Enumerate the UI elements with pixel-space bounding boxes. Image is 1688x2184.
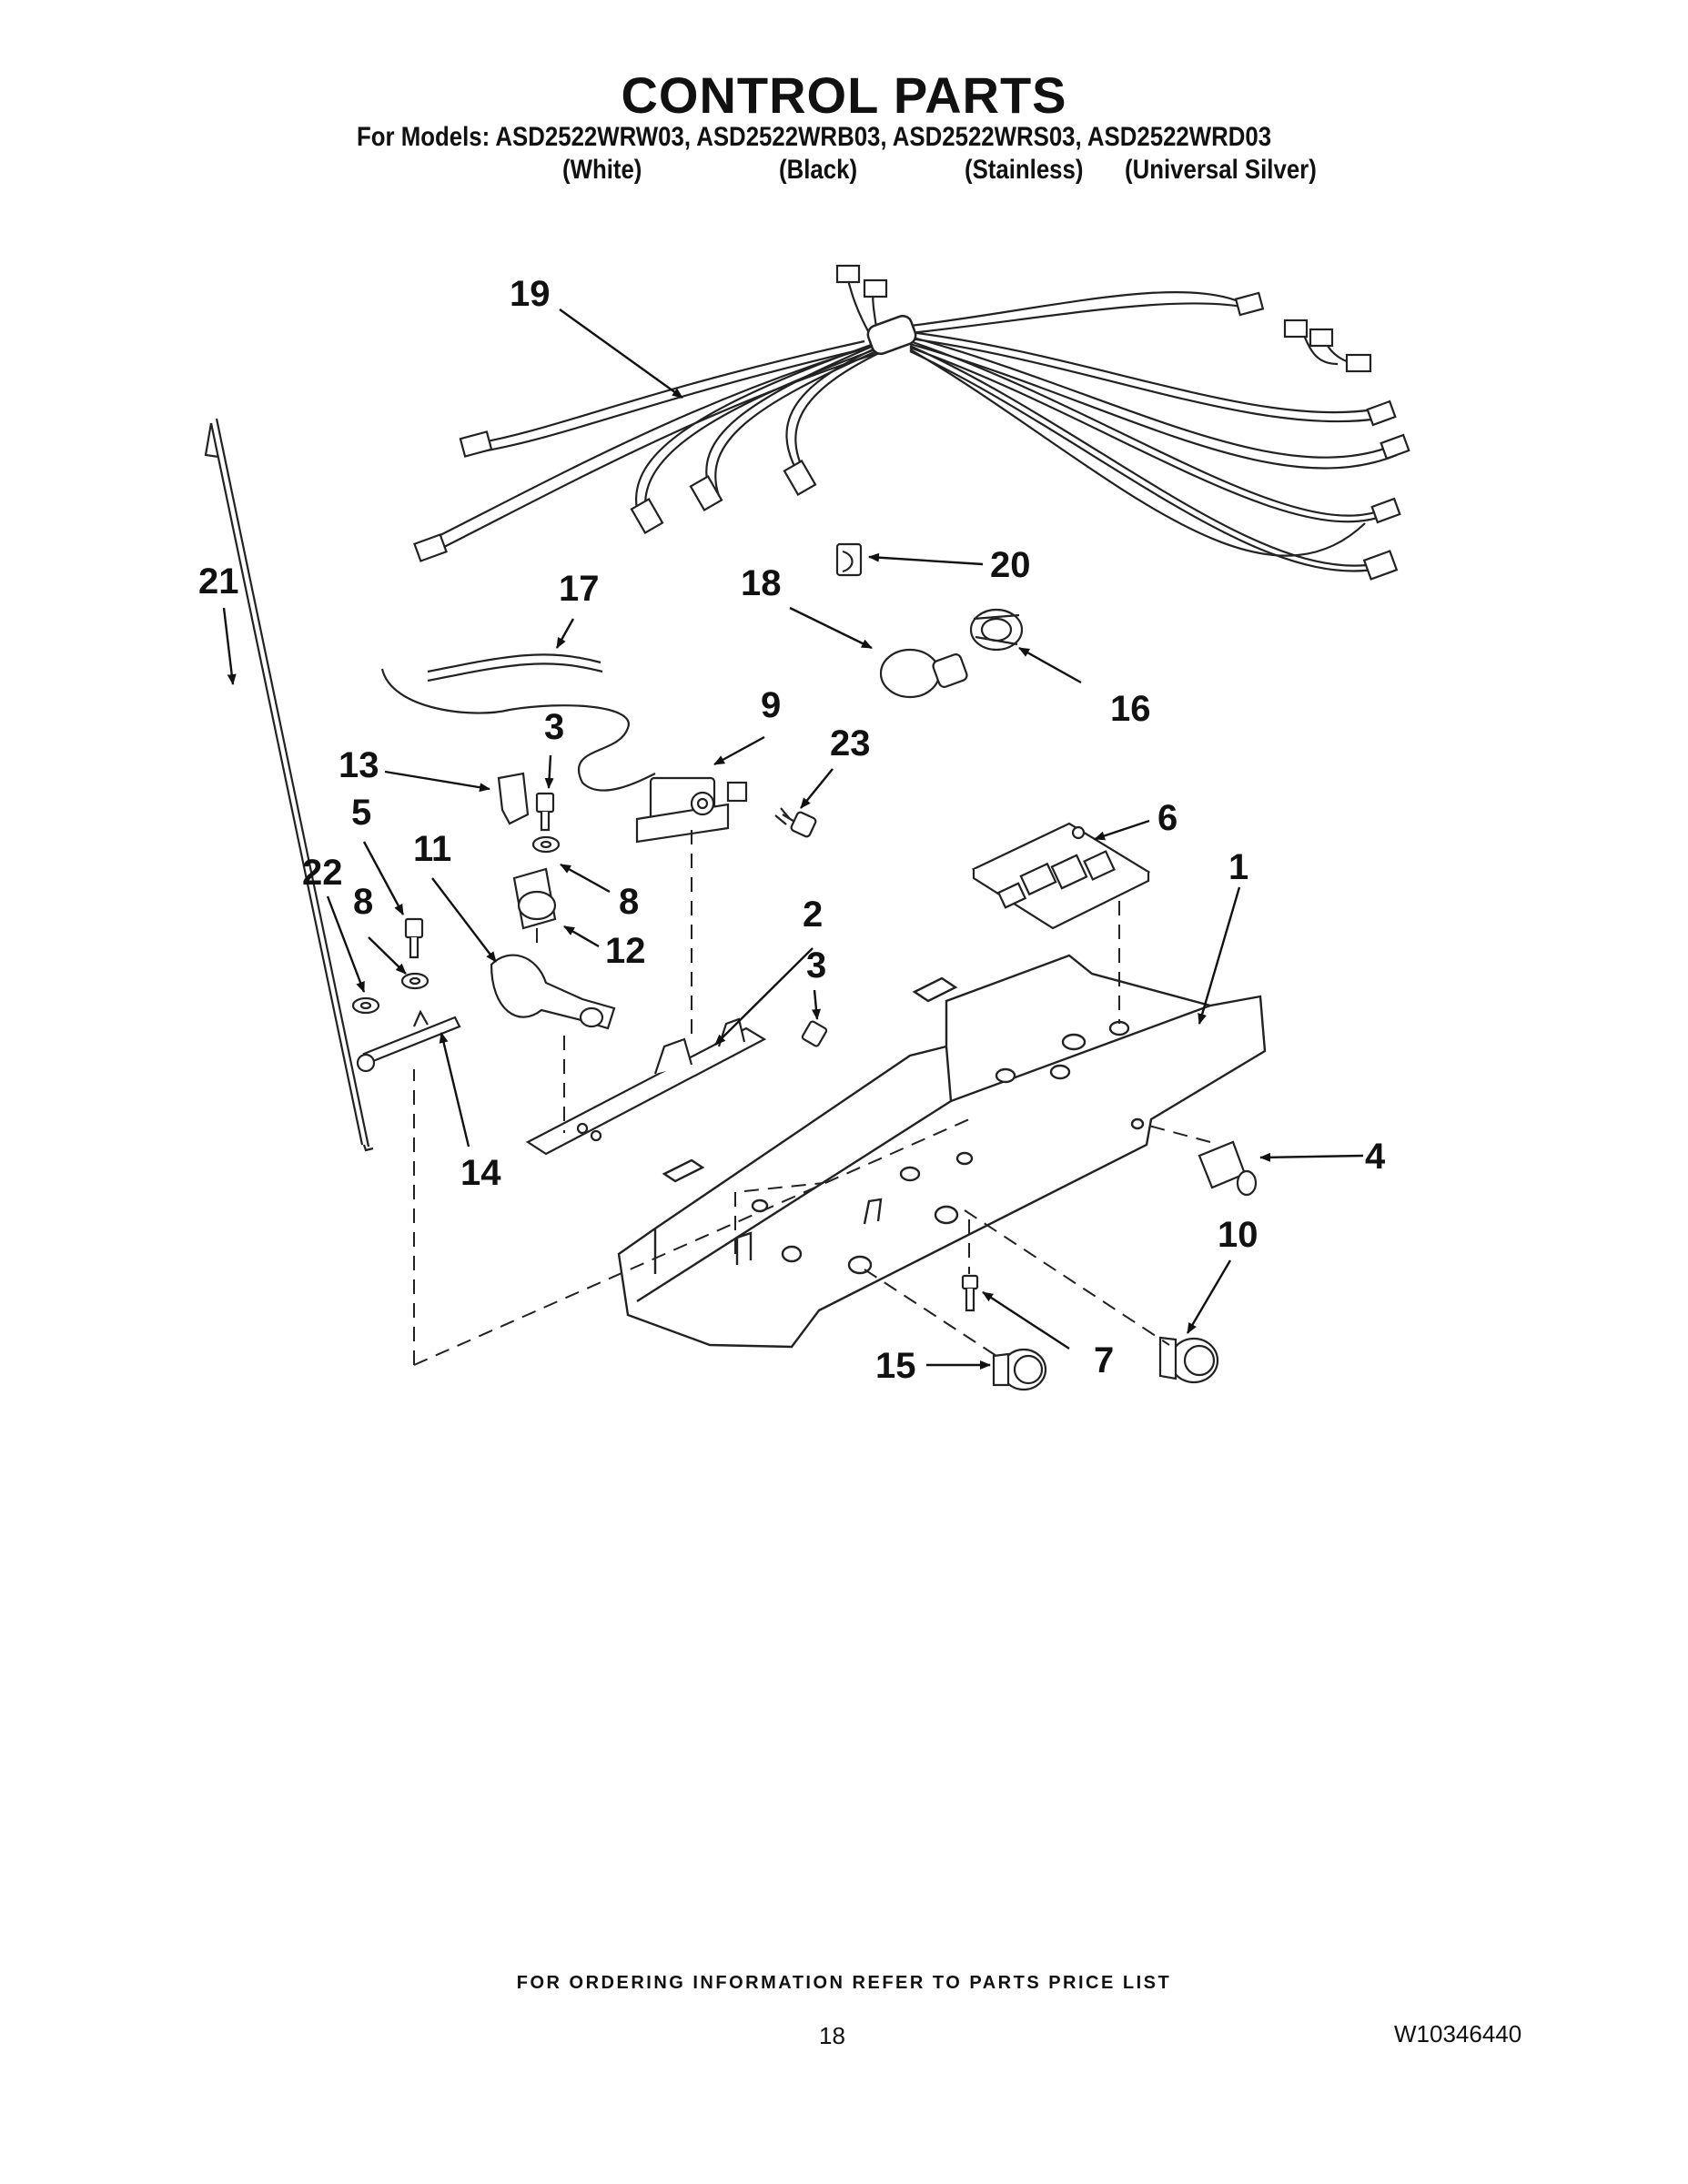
part-number-labels: 19 21 17 18 20 16 3 13 9 23 5 11 8 12 6 … bbox=[198, 274, 1386, 1386]
part-label-20: 20 bbox=[990, 545, 1031, 585]
part-label-16: 16 bbox=[1110, 689, 1151, 729]
harness-sleeve bbox=[866, 314, 917, 356]
part-label-22: 22 bbox=[302, 853, 343, 893]
part-21-rod bbox=[204, 418, 374, 1152]
part-label-1: 1 bbox=[1228, 847, 1248, 887]
part-label-21: 21 bbox=[198, 561, 239, 602]
part-1-housing bbox=[617, 954, 1267, 1349]
part-8-washer-lower bbox=[400, 972, 430, 990]
part-16-socket bbox=[969, 608, 1024, 652]
part-4-switch bbox=[1198, 1140, 1258, 1197]
part-label-15: 15 bbox=[875, 1346, 916, 1386]
models-line: For Models: ASD2522WRW03, ASD2522WRB03, … bbox=[357, 122, 1272, 152]
variant-universal-silver: (Universal Silver) bbox=[1125, 155, 1317, 185]
part-5-screw bbox=[404, 917, 424, 959]
part-12-bracket bbox=[512, 867, 557, 930]
part-2-plate bbox=[525, 1017, 767, 1156]
leader-arrows bbox=[222, 308, 1364, 1370]
part-3-screw-lower bbox=[801, 1020, 828, 1047]
part-label-11: 11 bbox=[413, 829, 451, 869]
part-13-clip bbox=[497, 772, 530, 825]
variant-stainless: (Stainless) bbox=[965, 155, 1084, 185]
part-3-screw-upper bbox=[535, 792, 555, 832]
part-18-bulb bbox=[879, 648, 968, 699]
part-label-19: 19 bbox=[510, 274, 551, 314]
part-label-23: 23 bbox=[830, 723, 871, 763]
part-label-17: 17 bbox=[559, 569, 600, 609]
part-label-3-lower: 3 bbox=[806, 945, 826, 986]
part-label-8-upper: 8 bbox=[619, 882, 639, 922]
part-10-knob bbox=[1158, 1336, 1219, 1384]
part-14-lever bbox=[356, 1009, 461, 1073]
page-title: CONTROL PARTS bbox=[621, 66, 1067, 124]
part-20-clip bbox=[835, 542, 863, 577]
part-label-3-upper: 3 bbox=[544, 707, 564, 747]
part-label-12: 12 bbox=[605, 931, 646, 971]
part-23-screw bbox=[774, 807, 817, 838]
part-6-control-board bbox=[971, 822, 1151, 930]
part-11-actuator bbox=[490, 954, 616, 1030]
ordering-note: FOR ORDERING INFORMATION REFER TO PARTS … bbox=[516, 1973, 1172, 1993]
part-label-5: 5 bbox=[351, 793, 371, 833]
part-15-knob bbox=[992, 1348, 1047, 1391]
part-label-2: 2 bbox=[803, 895, 823, 935]
part-label-10: 10 bbox=[1218, 1215, 1258, 1255]
part-label-13: 13 bbox=[339, 745, 379, 785]
part-7-screw bbox=[961, 1274, 979, 1312]
part-label-18: 18 bbox=[741, 563, 782, 603]
part-9-switch bbox=[635, 776, 748, 844]
part-label-14: 14 bbox=[460, 1153, 501, 1193]
part-label-7: 7 bbox=[1094, 1340, 1114, 1380]
part-17-tube bbox=[380, 653, 656, 792]
part-label-9: 9 bbox=[761, 685, 781, 725]
alignment-lines bbox=[413, 830, 1211, 1366]
variant-white: (White) bbox=[562, 155, 642, 185]
part-22-washer bbox=[351, 996, 380, 1015]
wire-harness bbox=[427, 272, 1398, 572]
part-label-8-lower: 8 bbox=[353, 882, 373, 922]
page-number: 18 bbox=[819, 2022, 845, 2049]
part-label-6: 6 bbox=[1157, 798, 1178, 838]
harness-connectors bbox=[413, 264, 1410, 581]
part-label-4: 4 bbox=[1365, 1137, 1386, 1177]
part-8-washer-upper bbox=[531, 835, 561, 854]
document-id: W10346440 bbox=[1394, 2020, 1522, 2048]
variant-black: (Black) bbox=[779, 155, 858, 185]
